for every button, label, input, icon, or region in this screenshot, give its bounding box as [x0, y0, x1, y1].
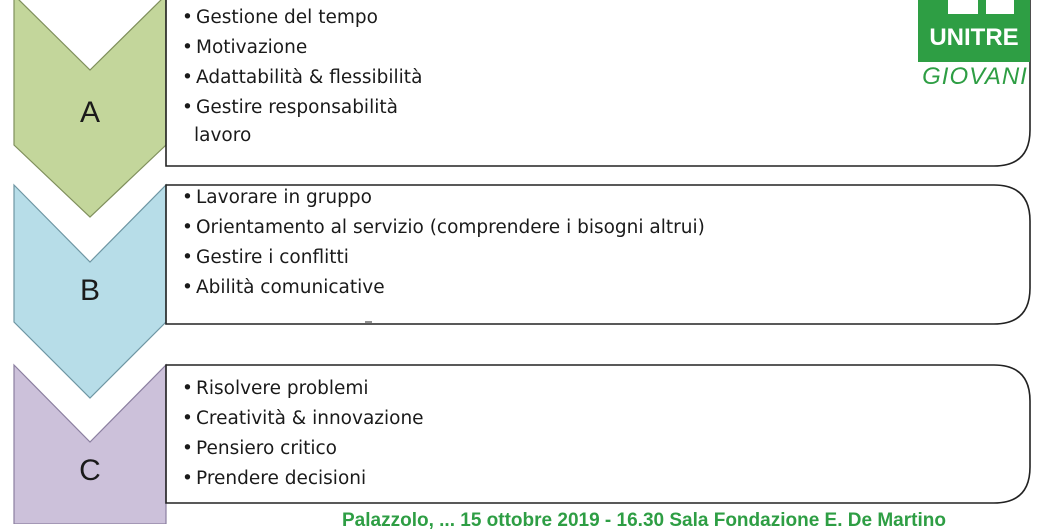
group-a-letter: A — [79, 96, 100, 129]
list-item: •Gestire i conflitti — [182, 247, 349, 268]
list-item-label: Motivazione — [196, 37, 308, 58]
list-item-label: Orientamento al servizio (comprendere i … — [196, 217, 705, 238]
list-item-label: Pensiero critico — [196, 438, 337, 459]
box-c — [165, 364, 1031, 504]
list-item: •Risolvere problemi — [182, 378, 369, 399]
logo-mark — [986, 0, 1014, 14]
list-item: •Orientamento al servizio (comprendere i… — [182, 217, 705, 238]
group-b-list: •Lavorare in gruppo •Orientamento al ser… — [182, 183, 705, 303]
logo-subtitle: GIOVANI — [922, 63, 1028, 90]
list-item: •Adattabilità & flessibilità — [182, 67, 423, 88]
box-b — [165, 184, 1031, 325]
group-b-letter: B — [79, 274, 100, 307]
group-a-list: •Gestione del tempo •Motivazione •Adatta… — [182, 3, 422, 153]
list-item-label: Risolvere problemi — [196, 378, 369, 399]
group-c-letter: C — [79, 454, 101, 487]
box-a — [165, 0, 1031, 167]
list-item-label: Prendere decisioni — [196, 468, 367, 489]
list-item: •Gestire responsabilità — [182, 97, 398, 118]
list-item: •Gestione del tempo — [182, 7, 378, 28]
list-item-label: Gestione del tempo — [196, 7, 378, 28]
list-item: •Pensiero critico — [182, 438, 337, 459]
list-item-label: Lavorare in gruppo — [196, 187, 372, 208]
list-item: •Prendere decisioni — [182, 468, 367, 489]
list-item-continuation: lavoro — [194, 125, 252, 146]
unitre-giovani-logo: UNITRE GIOVANI — [912, 0, 1038, 92]
list-item-label: Creatività & innovazione — [196, 408, 424, 429]
footer-caption: Palazzolo, ... 15 ottobre 2019 - 16.30 S… — [342, 510, 946, 531]
logo-mark — [948, 0, 978, 14]
list-item: •Creatività & innovazione — [182, 408, 424, 429]
list-item-label: Adattabilità & flessibilità — [196, 67, 423, 88]
list-item-label: Abilità comunicative — [196, 277, 385, 298]
logo-name: UNITRE — [929, 24, 1019, 51]
list-item-label: Gestire i conflitti — [196, 247, 349, 268]
list-item: •Motivazione — [182, 37, 308, 58]
group-c-list: •Risolvere problemi •Creatività & innova… — [182, 374, 424, 494]
list-item: •Lavorare in gruppo — [182, 187, 372, 208]
list-item-label: Gestire responsabilità — [196, 97, 398, 118]
logo-box: UNITRE — [918, 0, 1030, 62]
list-item: •Abilità comunicative — [182, 277, 385, 298]
